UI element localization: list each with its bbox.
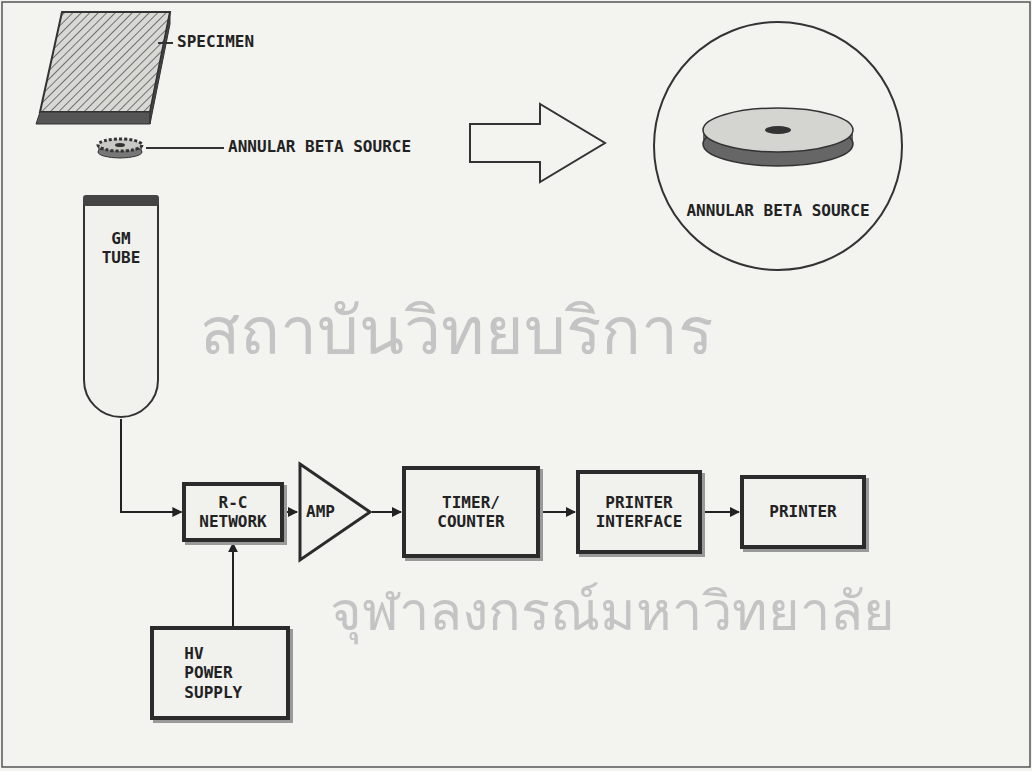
signal-line (232, 543, 234, 626)
node-text: AMP (306, 502, 335, 521)
node-text: GM TUBE (100, 229, 142, 267)
process-box: R-C NETWORK (182, 482, 283, 542)
hollow-arrow (470, 104, 605, 182)
node-text: ANNULAR BETA SOURCE (686, 201, 869, 220)
node-text: HV POWER SUPPLY (184, 644, 255, 702)
watermark: สถาบันวิทยบริการ (200, 292, 713, 371)
process-box: PRINTER (740, 475, 866, 549)
process-box: TIMER/ COUNTER (402, 466, 540, 558)
node-text: R-C NETWORK (197, 493, 268, 531)
amplifier-triangle: AMP (298, 462, 372, 562)
node-text: PRINTER (769, 502, 836, 521)
signal-line (372, 511, 401, 513)
node-text: PRINTER INTERFACE (594, 493, 685, 531)
signal-line (702, 511, 739, 513)
node-text: TIMER/ COUNTER (431, 493, 512, 531)
process-box: PRINTER INTERFACE (576, 470, 702, 554)
gm-tube: GM TUBE (82, 195, 160, 419)
part-label: SPECIMEN (177, 32, 254, 51)
gm-tube-outline (82, 195, 160, 419)
specimen-slab (36, 12, 170, 124)
power-supply-box: HV POWER SUPPLY (150, 626, 290, 720)
part-label: ANNULAR BETA SOURCE (228, 137, 411, 156)
callout-circle: ANNULAR BETA SOURCE (652, 20, 904, 272)
annular-source-large (703, 108, 853, 166)
leader-line (158, 42, 173, 44)
annular-source-small (98, 139, 142, 158)
signal-line (540, 511, 575, 513)
callout-circle-outline (652, 20, 904, 272)
signal-line (121, 419, 181, 512)
signal-line (284, 511, 297, 513)
leader-line (146, 147, 224, 149)
watermark: จุฬาลงกรณ์มหาวิทยาลัย (330, 580, 895, 645)
